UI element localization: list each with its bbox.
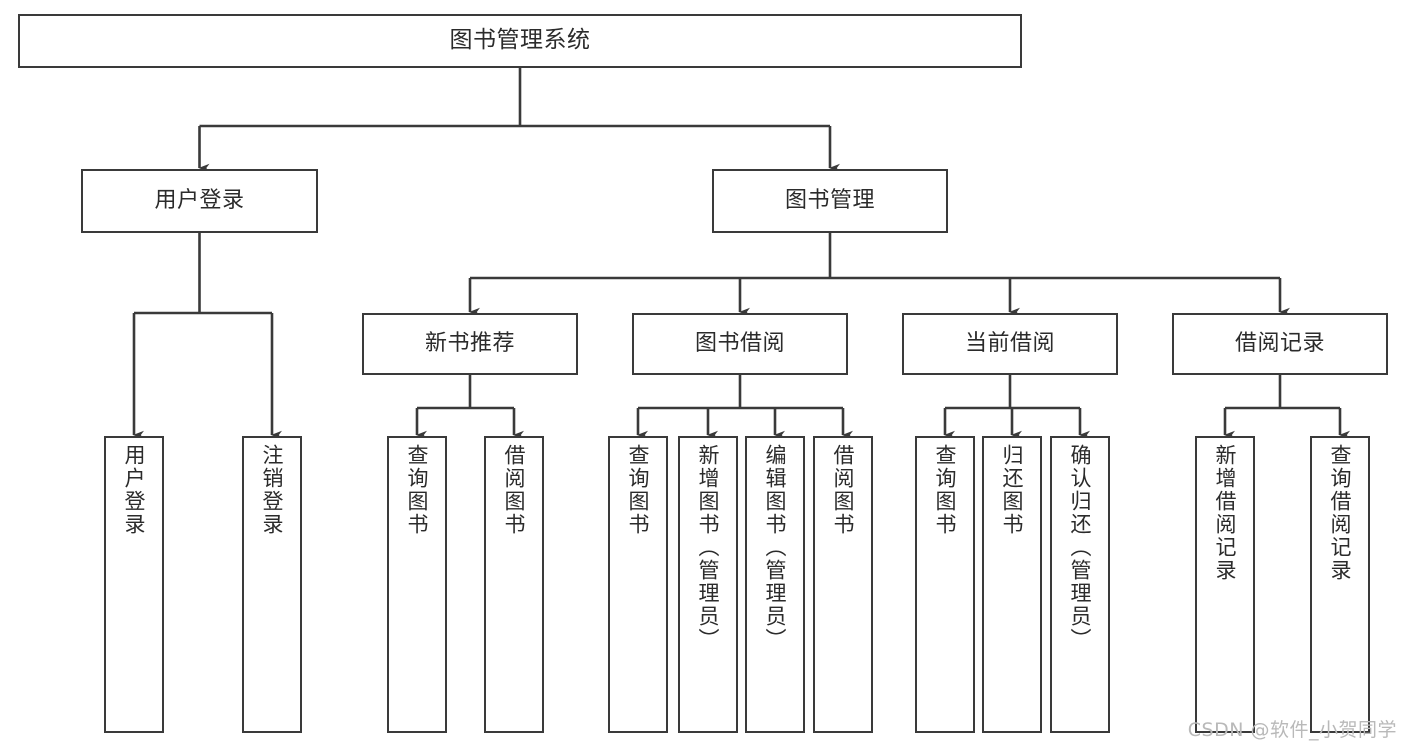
node-leaf-logout-label: 注销登录	[260, 444, 285, 536]
node-leaf-user-login[interactable]: 用户登录	[104, 436, 164, 733]
node-leaf-add-book-label: 新增图书（管理员）	[696, 444, 721, 651]
csdn-watermark: CSDN @软件_小贺同学	[1187, 719, 1397, 741]
node-leaf-query-record-label: 查询借阅记录	[1328, 444, 1353, 582]
node-user-login[interactable]: 用户登录	[81, 169, 318, 233]
node-new-book-rec[interactable]: 新书推荐	[362, 313, 578, 375]
node-leaf-edit-book[interactable]: 编辑图书（管理员）	[745, 436, 805, 733]
node-leaf-query-book-cur[interactable]: 查询图书	[915, 436, 975, 733]
node-leaf-confirm-return-label: 确认归还（管理员）	[1068, 444, 1093, 651]
node-leaf-return-book[interactable]: 归还图书	[982, 436, 1042, 733]
node-leaf-add-record[interactable]: 新增借阅记录	[1195, 436, 1255, 733]
connector-lines	[132, 68, 1350, 440]
node-leaf-add-book[interactable]: 新增图书（管理员）	[678, 436, 738, 733]
node-leaf-add-record-label: 新增借阅记录	[1213, 444, 1238, 582]
node-new-book-rec-label: 新书推荐	[424, 331, 515, 357]
node-book-manage-label: 图书管理	[784, 188, 875, 214]
node-leaf-query-book-rec-label: 查询图书	[405, 444, 430, 536]
node-leaf-borrow-book-rec[interactable]: 借阅图书	[484, 436, 544, 733]
node-root[interactable]: 图书管理系统	[18, 14, 1022, 68]
node-leaf-return-book-label: 归还图书	[1000, 444, 1025, 536]
node-current-borrow[interactable]: 当前借阅	[902, 313, 1118, 375]
node-root-label: 图书管理系统	[449, 27, 591, 54]
node-leaf-confirm-return[interactable]: 确认归还（管理员）	[1050, 436, 1110, 733]
node-book-borrow[interactable]: 图书借阅	[632, 313, 848, 375]
node-leaf-borrow-book[interactable]: 借阅图书	[813, 436, 873, 733]
node-book-manage[interactable]: 图书管理	[712, 169, 948, 233]
node-borrow-record-label: 借阅记录	[1234, 331, 1325, 357]
node-leaf-user-login-label: 用户登录	[122, 444, 147, 536]
node-leaf-query-book-rec[interactable]: 查询图书	[387, 436, 447, 733]
node-leaf-query-book-borrow-label: 查询图书	[626, 444, 651, 536]
node-book-borrow-label: 图书借阅	[694, 331, 785, 357]
node-user-login-label: 用户登录	[154, 188, 245, 214]
node-leaf-borrow-book-rec-label: 借阅图书	[502, 444, 527, 536]
node-leaf-logout[interactable]: 注销登录	[242, 436, 302, 733]
node-leaf-query-book-borrow[interactable]: 查询图书	[608, 436, 668, 733]
node-current-borrow-label: 当前借阅	[964, 331, 1055, 357]
node-leaf-query-record[interactable]: 查询借阅记录	[1310, 436, 1370, 733]
node-leaf-edit-book-label: 编辑图书（管理员）	[763, 444, 788, 651]
node-leaf-query-book-cur-label: 查询图书	[933, 444, 958, 536]
node-borrow-record[interactable]: 借阅记录	[1172, 313, 1388, 375]
node-leaf-borrow-book-label: 借阅图书	[831, 444, 856, 536]
